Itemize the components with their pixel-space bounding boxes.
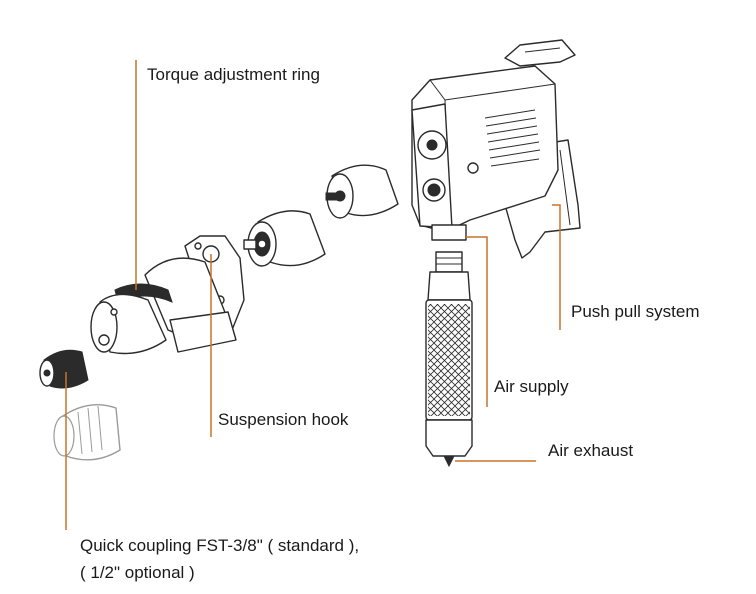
label-push-pull-system: Push pull system — [571, 302, 700, 321]
label-air-exhaust: Air exhaust — [548, 441, 634, 460]
tool-body — [411, 39, 581, 259]
label-air-supply: Air supply — [494, 377, 569, 396]
leader-push-pull — [552, 204, 561, 330]
vent-grille — [484, 109, 541, 167]
quick-coupling-optional — [53, 404, 121, 461]
label-quick-coupling-line1: Quick coupling FST-3/8" ( standard ), — [80, 536, 360, 555]
motor-cylinder — [325, 164, 399, 219]
label-suspension-hook: Suspension hook — [218, 410, 349, 429]
label-torque-adjustment-ring: Torque adjustment ring — [147, 65, 320, 84]
leader-air-supply — [466, 236, 488, 407]
label-quick-coupling-line2: ( 1/2" optional ) — [80, 563, 195, 582]
quick-coupling-standard — [39, 349, 89, 389]
gear-housing — [243, 210, 326, 267]
leader-lines — [65, 60, 561, 530]
clutch-housing — [90, 235, 245, 355]
air-inlet-muffler — [425, 251, 473, 468]
